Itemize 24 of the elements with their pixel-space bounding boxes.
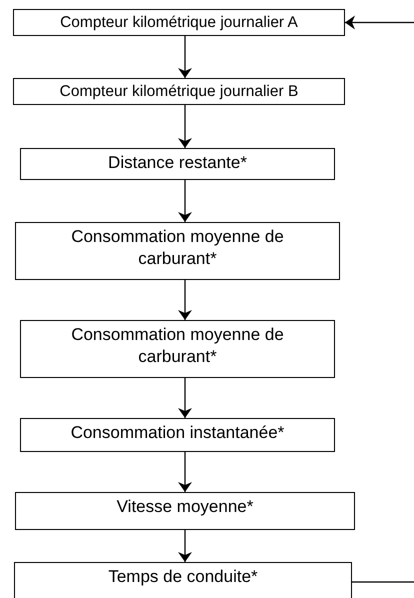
arrow [178,452,192,492]
arrow [178,36,192,78]
box-label: Temps de conduite* [108,566,258,588]
box-label: Consommation moyenne de carburant* [70,226,285,270]
arrow [345,16,414,30]
box-label: Compteur kilométrique journalier B [60,82,298,102]
arrow [178,280,192,320]
arrow [178,180,192,222]
box-label: Distance restante* [108,152,247,174]
box-label: Vitesse moyenne* [116,496,254,518]
process-box [15,222,340,280]
process-box [20,320,335,378]
process-box [13,78,345,105]
arrow [178,530,192,562]
process-box [14,562,352,598]
arrow [178,105,192,148]
arrow [178,378,192,418]
box-label: Consommation instantanée* [70,422,284,444]
box-label: Compteur kilométrique journalier A [60,13,298,33]
process-box [20,418,335,452]
process-box [13,9,345,36]
process-box [15,492,355,530]
process-box [20,148,335,180]
box-label: Consommation moyenne de carburant* [70,324,285,368]
